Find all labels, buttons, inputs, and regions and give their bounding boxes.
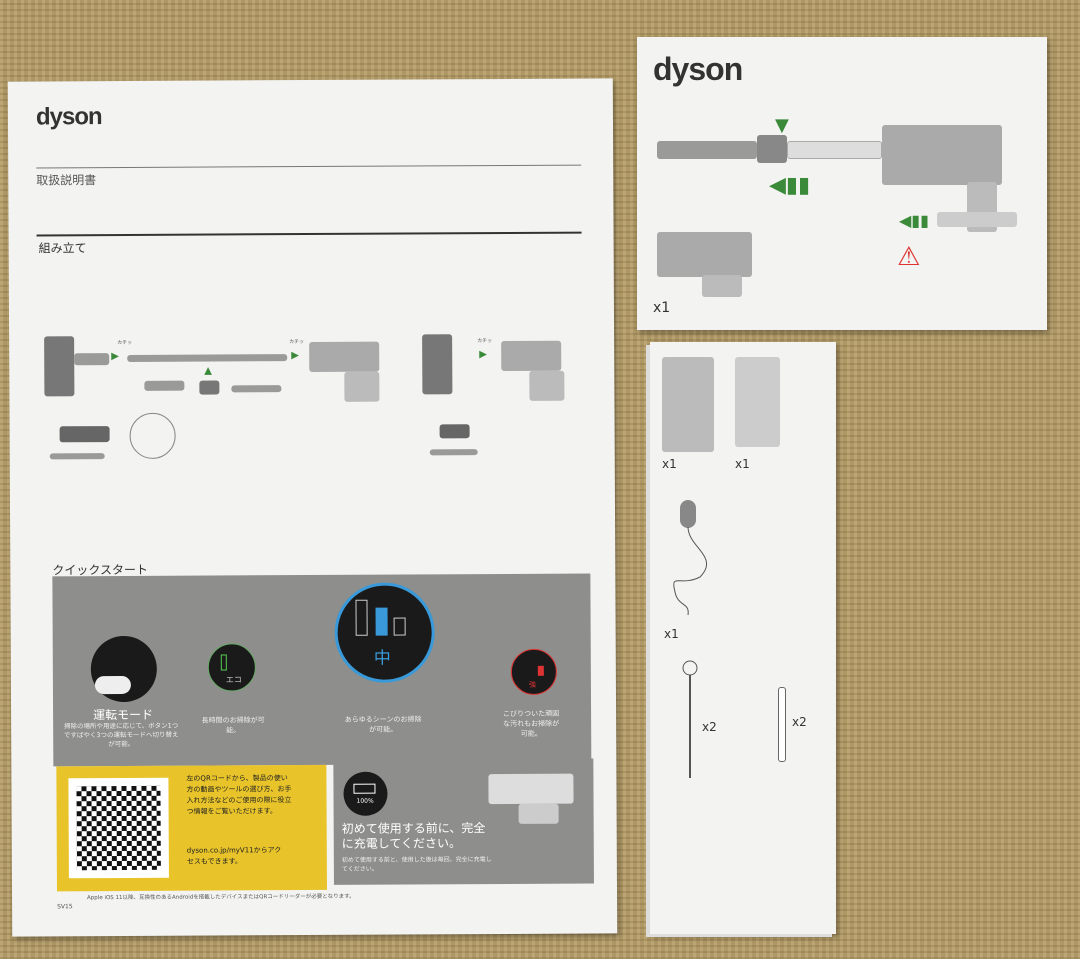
warning-icon: ⚠ xyxy=(897,242,921,272)
medium-mode-icon: 中 xyxy=(334,582,435,683)
screw-illustration xyxy=(682,660,698,778)
boost-mode-icon: 強 xyxy=(510,648,557,695)
modes-panel: 運転モード 掃除の場所や用途に応じて、ボタン1つですばやく3つの運転モードへ切り… xyxy=(52,573,592,767)
manual-title: 取扱説明書 xyxy=(36,173,97,188)
qr-code xyxy=(68,777,169,879)
modes-title: 運転モード xyxy=(93,707,154,723)
assembly-diagram: ▶ カチッ ▶ カチッ ▲ ▶ カチッ xyxy=(8,78,613,460)
assembly-heading: 組み立て xyxy=(38,241,87,256)
dyson-logo: dyson xyxy=(653,51,743,87)
eco-mode-icon: エコ xyxy=(207,643,256,692)
quick-guide-card: dyson ▼ ◀▮▮ ◀▮▮ ⚠ x1 xyxy=(637,37,1047,330)
battery-icon: 100% xyxy=(343,771,388,816)
model-number: SV15 xyxy=(57,903,73,911)
dyson-logo: dyson xyxy=(35,103,102,131)
instruction-manual: dyson 取扱説明書 組み立て ▶ カチッ ▶ カチッ ▲ ▶ カチッ クイッ… xyxy=(7,78,618,937)
parts-leaflet: x1 x1 x1 x2 x2 xyxy=(650,342,836,934)
charger-illustration xyxy=(680,500,696,528)
bracket-illustration xyxy=(735,357,780,447)
wall-anchor-illustration xyxy=(778,687,786,762)
charge-panel: 100% 初めて使用する前に、完全に充電してください。 初めて使用する前と、使用… xyxy=(333,758,594,885)
qr-panel: 左のQRコードから、製品の使い方の動画やツールの選び方、お手入れ方法などのご使用… xyxy=(56,764,328,892)
dock-illustration xyxy=(662,357,714,452)
footnote: Apple iOS 11以降、互換性のあるAndroidを搭載したデバイスまたは… xyxy=(87,893,355,902)
